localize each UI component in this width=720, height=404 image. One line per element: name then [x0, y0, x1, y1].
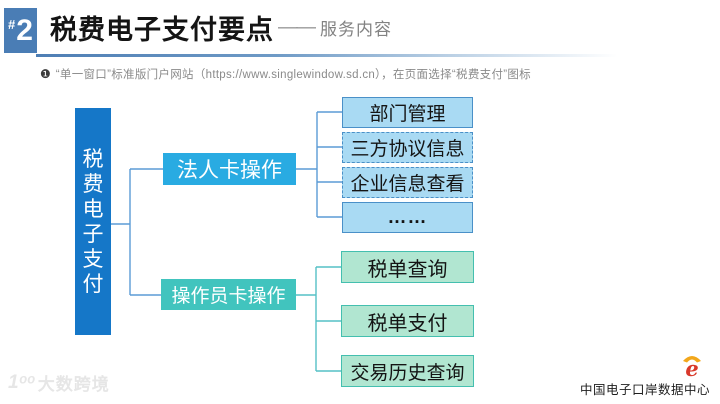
watermark-text: 大数跨境	[37, 375, 110, 394]
eport-logo-icon: e	[683, 356, 701, 379]
branch-node-operator-card: 操作员卡操作	[161, 279, 296, 310]
slide-number-badge: # 2	[4, 8, 37, 53]
diagram-root-node: 税费电子支付	[75, 108, 111, 335]
leaf-node-ellipsis: ……	[342, 202, 473, 233]
watermark-logo-icon: 1ᵒᵒ	[8, 371, 35, 393]
page-title: 税费电子支付要点	[50, 15, 274, 45]
root-node-label: 税费电子支付	[82, 147, 104, 296]
leaf-node-label: ……	[387, 206, 428, 228]
watermark: 1ᵒᵒ 大数跨境	[8, 370, 110, 395]
leaf-node-label: 税单支付	[367, 312, 448, 335]
leaf-node-label: 部门管理	[369, 104, 446, 125]
leaf-node-label: 税单查询	[367, 258, 448, 281]
note-line: ❶ “单一窗口”标准版门户网站（https://www.singlewindow…	[40, 66, 531, 82]
org-name: 中国电子口岸数据中心	[579, 383, 710, 397]
title-dash: ——	[278, 16, 316, 38]
numbered-bullet-icon: ❶	[40, 67, 51, 81]
badge-hash: #	[8, 17, 16, 32]
leaf-node: 企业信息查看	[342, 167, 473, 198]
branch-node-label: 法人卡操作	[177, 159, 282, 182]
leaf-node: 税单查询	[341, 251, 474, 283]
footer-org: e 中国电子口岸数据中心	[580, 351, 710, 398]
badge-number: 2	[16, 13, 33, 47]
branch-node-label: 操作员卡操作	[171, 286, 286, 307]
leaf-node: 交易历史查询	[341, 355, 474, 387]
header: 税费电子支付要点 —— 服务内容	[50, 0, 392, 55]
eport-logo-letter: e	[685, 356, 698, 379]
page-subtitle: 服务内容	[320, 20, 392, 39]
header-divider	[36, 54, 720, 57]
leaf-node: 三方协议信息	[342, 132, 473, 163]
branch-node-legal-card: 法人卡操作	[163, 153, 296, 185]
leaf-node-label: 交易历史查询	[350, 362, 465, 384]
leaf-node-label: 三方协议信息	[350, 139, 465, 160]
leaf-node-label: 企业信息查看	[350, 174, 465, 195]
note-text: “单一窗口”标准版门户网站（https://www.singlewindow.s…	[55, 69, 531, 81]
leaf-node: 部门管理	[342, 97, 473, 128]
leaf-node: 税单支付	[341, 305, 474, 337]
